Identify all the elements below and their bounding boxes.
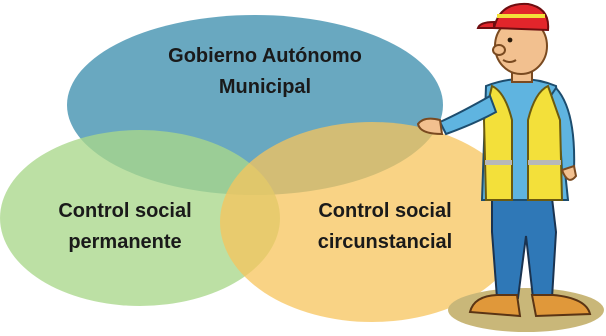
eye: [507, 37, 513, 43]
circle-control-social-circunstancial: [220, 122, 524, 322]
pants: [491, 197, 558, 299]
circle-control-social-permanente: [0, 130, 280, 306]
mouth: [502, 59, 517, 63]
resting-hand: [560, 164, 578, 181]
label-gobierno-line-1: Gobierno Autónomo: [168, 45, 362, 67]
label-gobierno-municipal: Gobierno Autónomo Municipal: [140, 41, 390, 103]
cap: [476, 2, 550, 32]
boots: [468, 294, 592, 318]
nose: [492, 44, 506, 56]
label-permanente-line-2: permanente: [68, 231, 182, 253]
label-circunstancial-line-2: circunstancial: [317, 231, 453, 253]
label-permanente-line-1: Control social: [58, 200, 192, 222]
label-control-circunstancial: Control social circunstancial: [290, 196, 480, 258]
label-circunstancial-line-1: Control social: [318, 200, 452, 222]
label-control-permanente: Control social permanente: [30, 196, 220, 258]
label-gobierno-line-2: Municipal: [218, 76, 312, 98]
pointing-hand: [416, 117, 444, 136]
pointing-arm: [438, 94, 498, 136]
